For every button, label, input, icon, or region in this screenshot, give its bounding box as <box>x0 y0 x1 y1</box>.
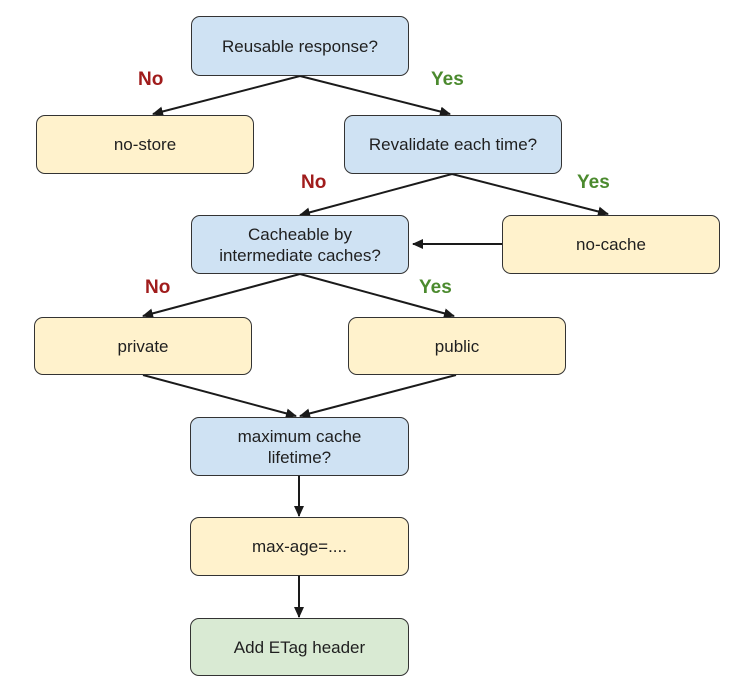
edge-revalidate-yes <box>451 173 609 217</box>
label-no-revalidate: No <box>301 172 327 193</box>
label-no-intermediate: No <box>145 277 171 298</box>
no-cache-node: no-cache <box>502 215 720 274</box>
intermediate-caches-node: Cacheable by intermediate caches? <box>191 215 409 274</box>
private-node: private <box>34 317 252 375</box>
edge-intermediate-no <box>142 273 301 319</box>
no-store-node: no-store <box>36 115 254 174</box>
reusable-response-node: Reusable response? <box>191 16 409 76</box>
label-yes-reusable: Yes <box>431 69 464 90</box>
public-node: public <box>348 317 566 375</box>
label-yes-revalidate: Yes <box>577 172 610 193</box>
max-age-node: max-age=.... <box>190 517 409 576</box>
max-cache-lifetime-node: maximum cache lifetime? <box>190 417 409 476</box>
edge-private-to-lifetime <box>142 374 297 419</box>
label-no-reusable: No <box>138 69 164 90</box>
edge-public-to-lifetime <box>299 374 457 419</box>
add-etag-node: Add ETag header <box>190 618 409 676</box>
edge-intermediate-yes <box>299 273 455 319</box>
edge-reusable-no <box>152 75 301 117</box>
edge-revalidate-no <box>299 173 453 218</box>
edge-reusable-yes <box>299 75 451 117</box>
revalidate-node: Revalidate each time? <box>344 115 562 174</box>
label-yes-intermediate: Yes <box>419 277 452 298</box>
